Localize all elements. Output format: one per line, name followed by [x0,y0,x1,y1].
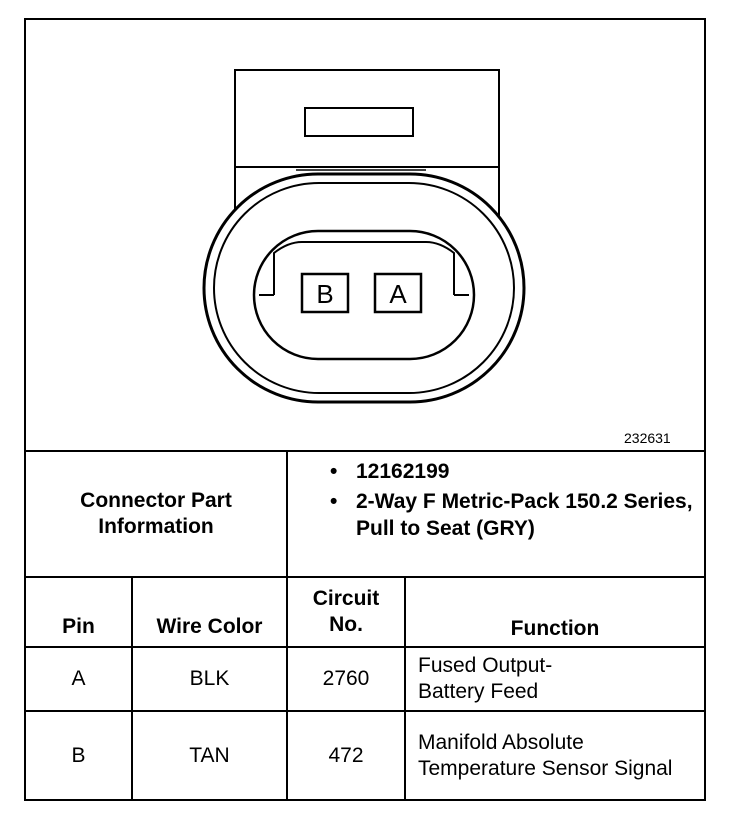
connector-description: 2-Way F Metric-Pack 150.2 Series, Pull t… [356,490,693,540]
header-pin: Pin [62,615,95,638]
connector-diagram: B A [202,69,526,404]
latch-slot [304,107,414,137]
connector-info-list: • 12162199 • 2-Way F Metric-Pack 150.2 S… [326,458,696,545]
figure-id: 232631 [624,430,671,446]
header-wire-color: Wire Color [156,615,263,638]
table-row-a-circuit: 2760 [322,667,370,690]
table-row-a-function: Fused Output-Battery Feed [418,654,553,703]
table-row-b-pin: B [71,743,86,767]
table-row-b-function: Manifold Absolute Temperature Sensor Sig… [418,730,673,780]
pin-cavity [252,229,476,361]
table-row-a-pin: A [71,667,86,690]
part-number: 12162199 [356,460,450,483]
table-row-a-wire-color: BLK [189,667,230,690]
table-row-b-wire-color: TAN [189,743,230,767]
pin-a-box [373,272,423,314]
connector-frame: B A 232631 Connector Part Information • … [24,18,706,801]
table-row-b-circuit: 472 [328,743,364,767]
pin-a-label: A [389,279,407,309]
pin-b-box [300,272,350,314]
header-function: Function [510,617,600,640]
list-item: • 12162199 [330,460,450,483]
list-item: • 2-Way F Metric-Pack 150.2 Series, Pull… [326,488,696,542]
pin-b-label: B [316,279,333,309]
connector-info-label: Connector Part Information [80,489,232,538]
connector-body-inner [213,182,515,394]
header-circuit: Circuit No. [312,587,380,636]
